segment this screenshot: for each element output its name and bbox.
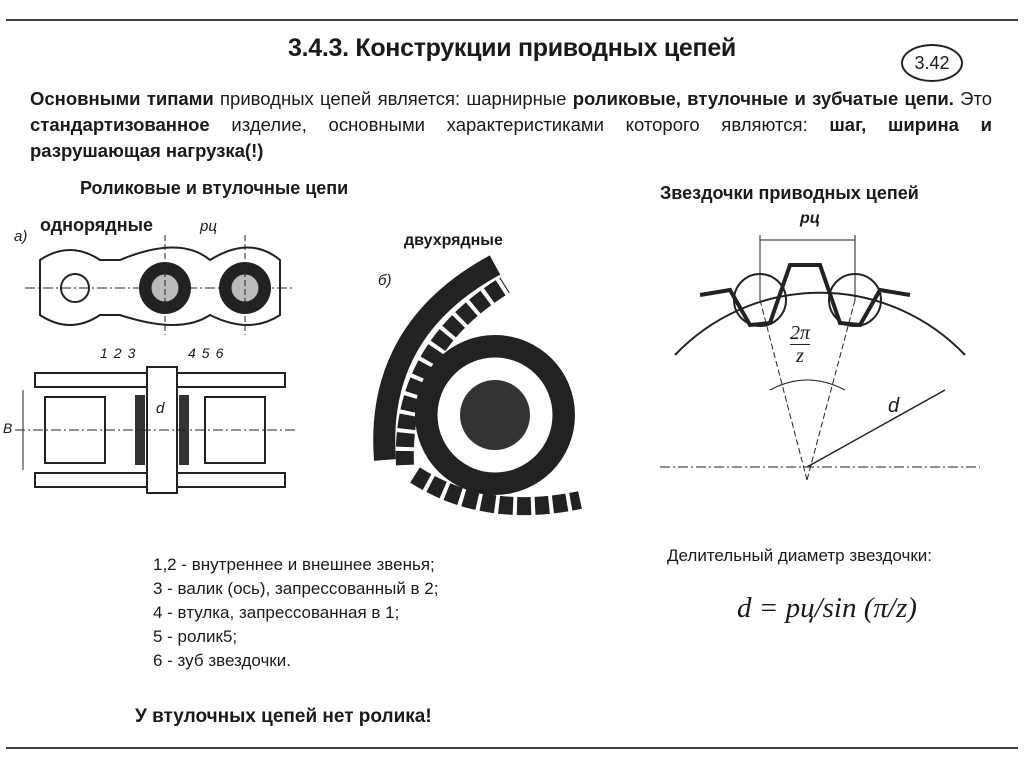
fig-b-title: двухрядные bbox=[404, 232, 503, 249]
legend-item: 4 - втулка, запрессованная в 1; bbox=[153, 603, 400, 622]
intro-bold-7: шаг, ширина и разрушающая нагрузка(!) bbox=[30, 114, 992, 161]
dim-b-label: B bbox=[3, 420, 13, 436]
bottom-rule bbox=[6, 747, 1018, 749]
pitch-label: pц bbox=[200, 218, 217, 235]
angle-denominator: z bbox=[796, 345, 804, 367]
part-2: 2 bbox=[113, 345, 128, 361]
intro-text-2: приводных цепей является: шарнирные bbox=[213, 88, 573, 109]
sprocket-d-label: d bbox=[888, 395, 900, 417]
intro-bold-3: роликовые, втулочные и зубчатые цепи. bbox=[572, 88, 954, 109]
slide-title: 3.4.3. Конструкции приводных цепей bbox=[287, 34, 737, 62]
intro-bold-1: Основными типами bbox=[30, 88, 214, 109]
left-heading: Роликовые и втулочные цепи bbox=[80, 178, 349, 198]
fig-a-title: однорядные bbox=[40, 215, 153, 235]
double-row-chain-drawing bbox=[373, 255, 582, 516]
intro-bold-5: стандартизованное bbox=[30, 114, 210, 135]
legend-item: 6 - зуб звездочки. bbox=[153, 651, 291, 670]
intro-paragraph: Основными типами приводных цепей являетс… bbox=[30, 86, 992, 164]
sprocket-profile-drawing bbox=[660, 235, 980, 481]
part-1: 1 bbox=[100, 345, 114, 361]
part-numbers-right: 456 bbox=[188, 345, 229, 361]
slide-number-badge: 3.42 bbox=[901, 44, 963, 82]
intro-text-6: изделие, основными характеристиками кото… bbox=[209, 114, 830, 135]
fig-a-label: а) bbox=[14, 228, 28, 245]
legend-item: 5 - ролик5; bbox=[153, 627, 238, 646]
chain-top-view-drawing bbox=[25, 235, 295, 335]
diameter-caption: Делительный диаметр звездочки: bbox=[667, 546, 932, 565]
legend-item: 3 - валик (ось), запрессованный в 2; bbox=[153, 579, 439, 598]
top-rule bbox=[6, 19, 1018, 21]
fig-b-label: б) bbox=[378, 272, 392, 289]
part-3: 3 bbox=[127, 345, 142, 361]
angle-numerator: 2π bbox=[790, 322, 811, 345]
legend-item: 1,2 - внутреннее и внешнее звенья; bbox=[153, 555, 435, 574]
pitch-diameter-formula: d = pц/sin (π/z) bbox=[737, 592, 917, 624]
part-numbers-left: 123 bbox=[100, 345, 141, 361]
parts-legend: 1,2 - внутреннее и внешнее звенья; 3 - в… bbox=[153, 553, 438, 673]
part-6: 6 bbox=[215, 345, 230, 361]
part-4: 4 bbox=[188, 345, 202, 361]
sprocket-pitch-label: pц bbox=[800, 210, 821, 227]
dim-d-label: d bbox=[156, 400, 165, 417]
right-heading: Звездочки приводных цепей bbox=[660, 183, 919, 203]
part-5: 5 bbox=[201, 345, 216, 361]
chain-section-drawing bbox=[15, 366, 295, 494]
conclusion-text: У втулочных цепей нет ролика! bbox=[135, 706, 432, 727]
intro-text-4: Это bbox=[953, 88, 992, 109]
